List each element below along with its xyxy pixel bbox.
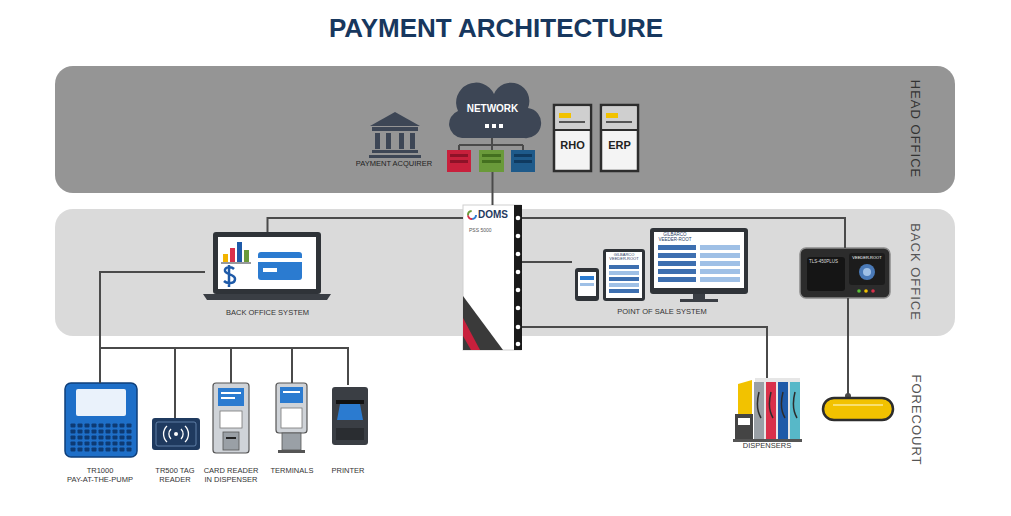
node-label: NETWORK (440, 103, 545, 115)
pos-devices (575, 228, 748, 302)
connector-line (522, 218, 845, 248)
node-label: TR1000 PAY-AT-THE-PUMP (55, 467, 145, 484)
server-art (554, 105, 638, 171)
brand-logo-text: VEEDER-ROOT (851, 256, 883, 260)
back-office-system: BACK OFFICE SYSTEM (205, 232, 330, 320)
node-label: PRINTER (323, 467, 373, 476)
node-label: TERMINALS (265, 467, 319, 476)
connector-line (522, 261, 572, 263)
connector-line (522, 327, 767, 378)
connector-line (492, 172, 494, 205)
laptop-icon (203, 232, 331, 300)
printer-icon (332, 387, 368, 445)
pay-at-pump-device: TR1000 PAY-AT-THE-PUMP (55, 383, 145, 484)
doms-controller-art (463, 205, 522, 350)
diagram-title: PAYMENT ARCHITECTURE (0, 14, 992, 44)
printer-device: PRINTER (323, 385, 373, 476)
node-label: POINT OF SALE SYSTEM (572, 308, 752, 317)
doms-controller: DOMS PSS 5000 (463, 205, 522, 350)
server-box: ERP (600, 104, 639, 172)
node-label: DOMS (463, 209, 522, 221)
terminal-device: TERMINALS (265, 383, 319, 476)
node-label: BACK OFFICE (908, 223, 923, 321)
zone-label: FORECOURT (909, 374, 924, 465)
connector-line (100, 272, 292, 383)
node-label: CARD READER IN DISPENSER (202, 467, 260, 484)
node-label: ERP (600, 139, 639, 152)
node-label: PSS 5000 (463, 228, 522, 234)
node-label: BACK OFFICE SYSTEM (205, 309, 330, 318)
connector-line (100, 272, 205, 418)
node-label: PAYMENT ACQUIRER (348, 160, 440, 169)
fuel-tank (823, 298, 893, 420)
connector-line (268, 218, 464, 232)
tag-reader-device: TR500 TAG READER (149, 418, 201, 484)
pay-at-pump-terminal (65, 383, 137, 457)
dispenser-device: DISPENSERS (727, 378, 807, 451)
dispensers-art (733, 378, 802, 442)
node-label: RHO (553, 139, 592, 152)
tank-gauge-console (800, 248, 890, 298)
connector-line (100, 272, 205, 383)
tag-reader (152, 418, 200, 450)
network-cloud: NETWORK (440, 85, 545, 172)
head-office-band (55, 66, 955, 193)
connector-line (100, 272, 348, 385)
card-reader-device: CARD READER IN DISPENSER (202, 383, 260, 484)
network-cloud-art (447, 83, 541, 172)
card-reader (213, 383, 249, 453)
brand-logo-text: GILBARCO VEEDER-ROOT (606, 253, 642, 261)
bank-icon (369, 112, 421, 158)
connector-line (100, 272, 231, 383)
payment-acquirer: PAYMENT ACQUIRER (348, 112, 440, 169)
node-label: HEAD OFFICE (908, 80, 923, 178)
brand-logo-text: GILBARCO VEEDER-ROOT (655, 233, 695, 242)
point-of-sale-system: POINT OF SALE SYSTEM (572, 228, 752, 322)
node-label: DISPENSERS (727, 442, 807, 451)
back-office-band: BACK OFFICE BACK OFFICE SYSTEM DOMS PSS 500… (55, 209, 955, 336)
head-office-band: HEAD OFFICE NETWORK PAYMENT ACQUIRER RHO ERP (55, 66, 955, 193)
server-box: RHO (553, 104, 592, 172)
node-label: TR500 TAG READER (149, 467, 201, 484)
payment-terminal (276, 383, 307, 453)
